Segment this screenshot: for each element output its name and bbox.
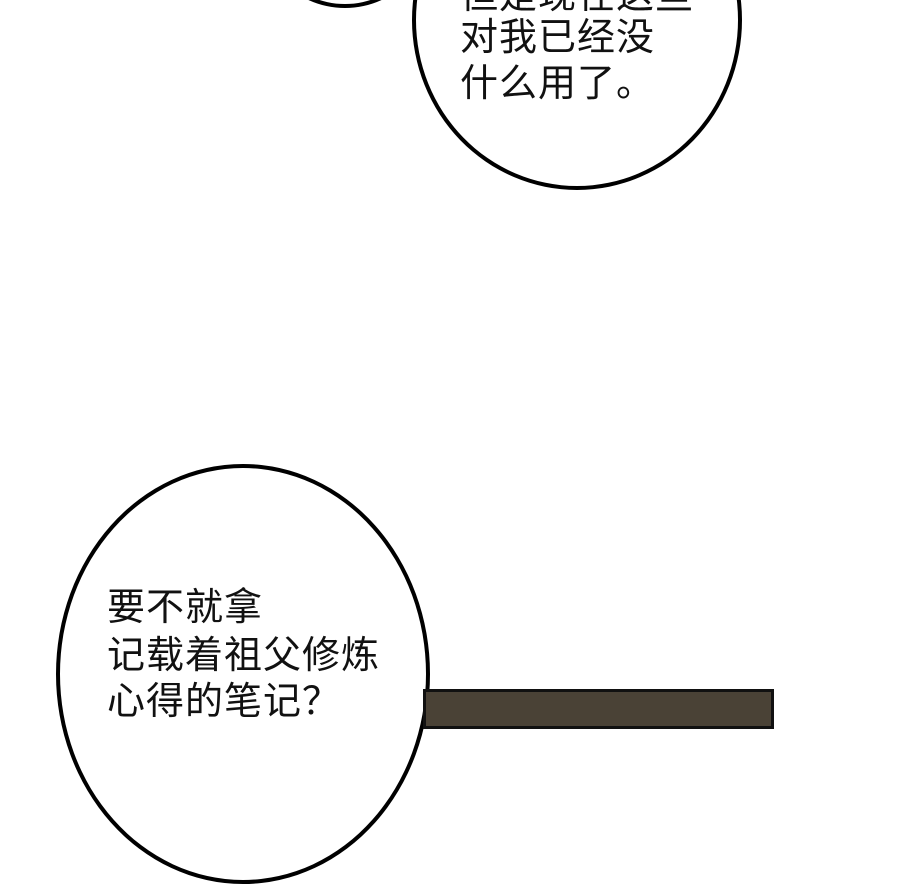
bubble-top-line-3: 什么用了。 bbox=[460, 61, 656, 105]
bubble-bottom-line-3: 心得的笔记？ bbox=[107, 679, 342, 723]
next-comic-panel bbox=[423, 689, 774, 729]
bubble-bottom-line-1: 要不就拿 bbox=[107, 585, 264, 629]
bubble-top-line-2: 对我已经没 bbox=[460, 15, 656, 59]
bubble-bottom-line-2: 记载着祖父修炼 bbox=[107, 633, 381, 677]
bubble-top-line-1: 但是现在这些 bbox=[460, 0, 694, 17]
